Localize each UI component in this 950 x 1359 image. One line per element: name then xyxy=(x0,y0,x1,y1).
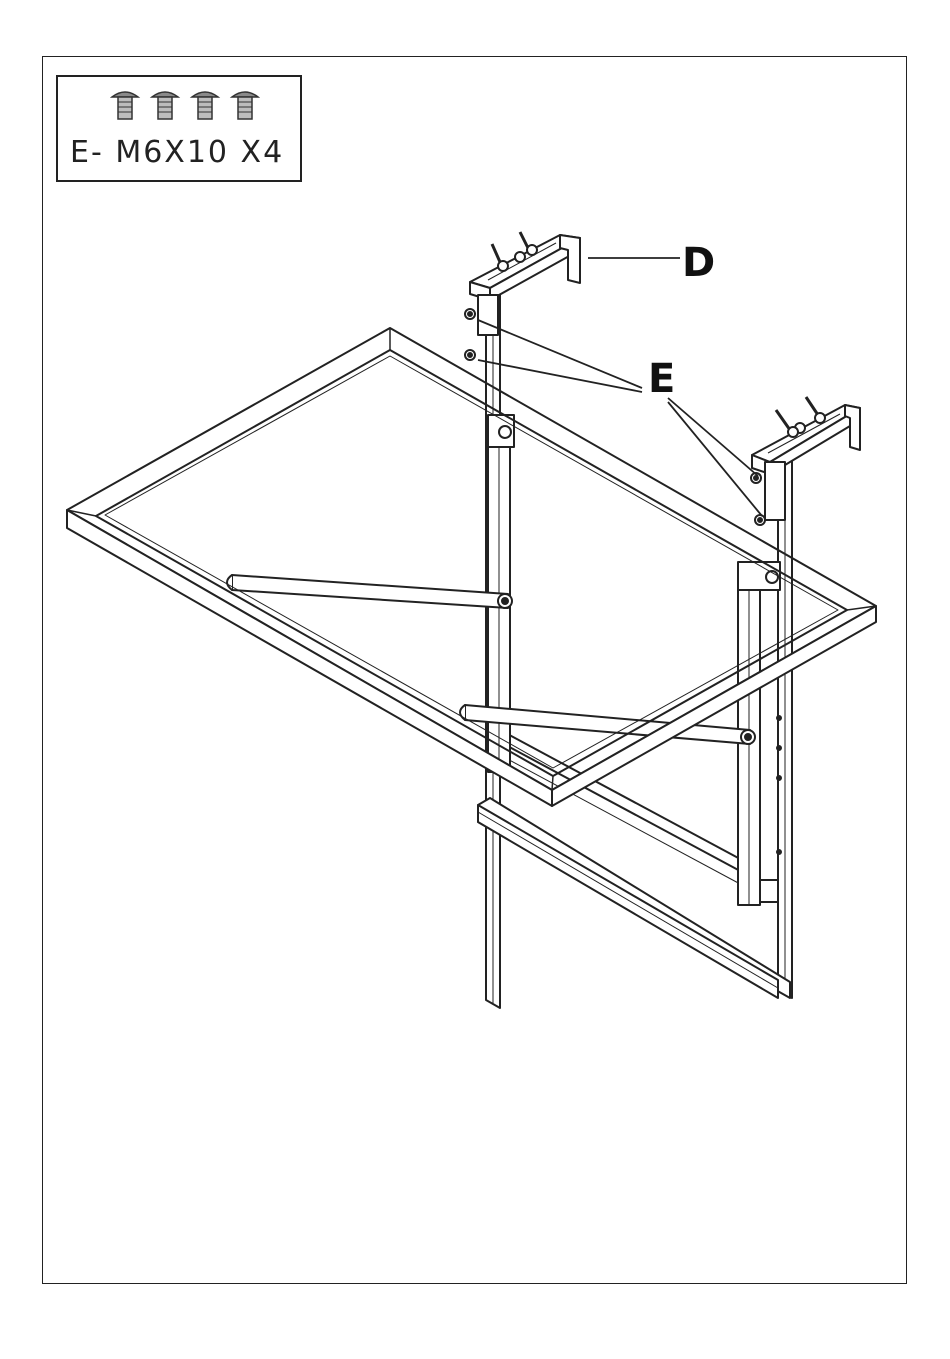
callout-e: E xyxy=(648,356,675,402)
screw-e-1 xyxy=(465,309,475,319)
callout-d: D xyxy=(682,240,715,286)
screw-e-4 xyxy=(755,515,765,525)
support-arm-upper xyxy=(227,575,512,608)
mounting-bracket-left xyxy=(470,232,580,335)
hinge-left xyxy=(488,415,514,447)
rear-post-right xyxy=(777,448,792,998)
mounting-bracket-right xyxy=(752,397,860,520)
leader-lines xyxy=(478,258,762,516)
screw-e-2 xyxy=(465,350,475,360)
hinge-right xyxy=(738,562,780,590)
